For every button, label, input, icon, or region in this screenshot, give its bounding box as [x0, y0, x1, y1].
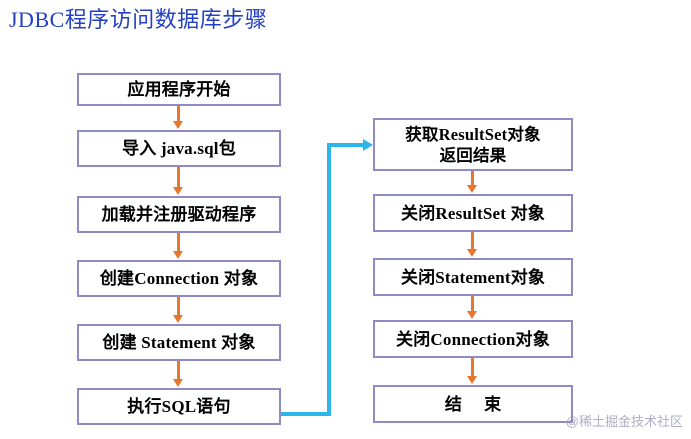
node-create-statement[interactable]: 创建 Statement 对象 — [77, 324, 281, 361]
arrow-statement-to-execute-head — [173, 379, 183, 387]
arrow-close-statement-to-close-connection-line — [471, 296, 474, 312]
arrow-resultset-to-close-resultset-line — [471, 171, 474, 186]
cyan-connector-segment-horizontal-top — [327, 143, 365, 147]
arrow-close-statement-to-close-connection-head — [467, 311, 477, 319]
node-import-label: 导入 java.sql包 — [122, 139, 236, 158]
arrow-connection-to-statement-head — [173, 315, 183, 323]
arrow-load-driver-to-connection-line — [177, 233, 180, 252]
node-start[interactable]: 应用程序开始 — [77, 73, 281, 106]
node-create-connection[interactable]: 创建Connection 对象 — [77, 260, 281, 297]
node-start-label: 应用程序开始 — [127, 80, 231, 99]
node-get-resultset[interactable]: 获取ResultSet对象 返回结果 — [373, 118, 573, 171]
node-load-driver-label: 加载并注册驱动程序 — [101, 205, 257, 224]
arrow-start-to-import-line — [177, 106, 180, 122]
node-close-statement-label: 关闭Statement对象 — [400, 267, 546, 287]
arrow-import-to-load-driver-line — [177, 167, 180, 188]
page-title: JDBC程序访问数据库步骤 — [9, 7, 268, 32]
arrow-import-to-load-driver-head — [173, 187, 183, 195]
arrow-statement-to-execute-line — [177, 361, 180, 380]
node-get-resultset-label-line2: 返回结果 — [439, 145, 507, 165]
node-load-driver[interactable]: 加载并注册驱动程序 — [77, 196, 281, 233]
node-execute-sql[interactable]: 执行SQL语句 — [77, 388, 281, 425]
node-get-resultset-label-line1: 获取ResultSet对象 — [405, 124, 541, 144]
arrow-close-connection-to-end-line — [471, 358, 474, 377]
node-close-resultset[interactable]: 关闭ResultSet 对象 — [373, 194, 573, 232]
arrow-resultset-to-close-resultset-head — [467, 185, 477, 193]
arrow-load-driver-to-connection-head — [173, 251, 183, 259]
arrow-connection-to-statement-line — [177, 297, 180, 316]
node-close-resultset-label: 关闭ResultSet 对象 — [401, 203, 545, 223]
node-close-connection[interactable]: 关闭Connection对象 — [373, 320, 573, 358]
node-close-connection-label: 关闭Connection对象 — [396, 329, 550, 349]
node-execute-sql-label: 执行SQL语句 — [127, 397, 231, 416]
node-create-connection-label: 创建Connection 对象 — [99, 269, 259, 288]
cyan-connector-arrowhead — [363, 139, 373, 151]
node-import[interactable]: 导入 java.sql包 — [77, 130, 281, 167]
cyan-connector-segment-horizontal-bottom — [281, 412, 331, 416]
watermark-text: @稀土掘金技术社区 — [565, 414, 683, 429]
node-end-label: 结 束 — [444, 394, 511, 414]
node-close-statement[interactable]: 关闭Statement对象 — [373, 258, 573, 296]
node-create-statement-label: 创建 Statement 对象 — [102, 333, 256, 352]
arrow-close-connection-to-end-head — [467, 376, 477, 384]
arrow-close-resultset-to-close-statement-head — [467, 249, 477, 257]
node-end[interactable]: 结 束 — [373, 385, 573, 423]
cyan-connector-segment-vertical — [327, 143, 331, 416]
arrow-start-to-import-head — [173, 121, 183, 129]
arrow-close-resultset-to-close-statement-line — [471, 232, 474, 250]
